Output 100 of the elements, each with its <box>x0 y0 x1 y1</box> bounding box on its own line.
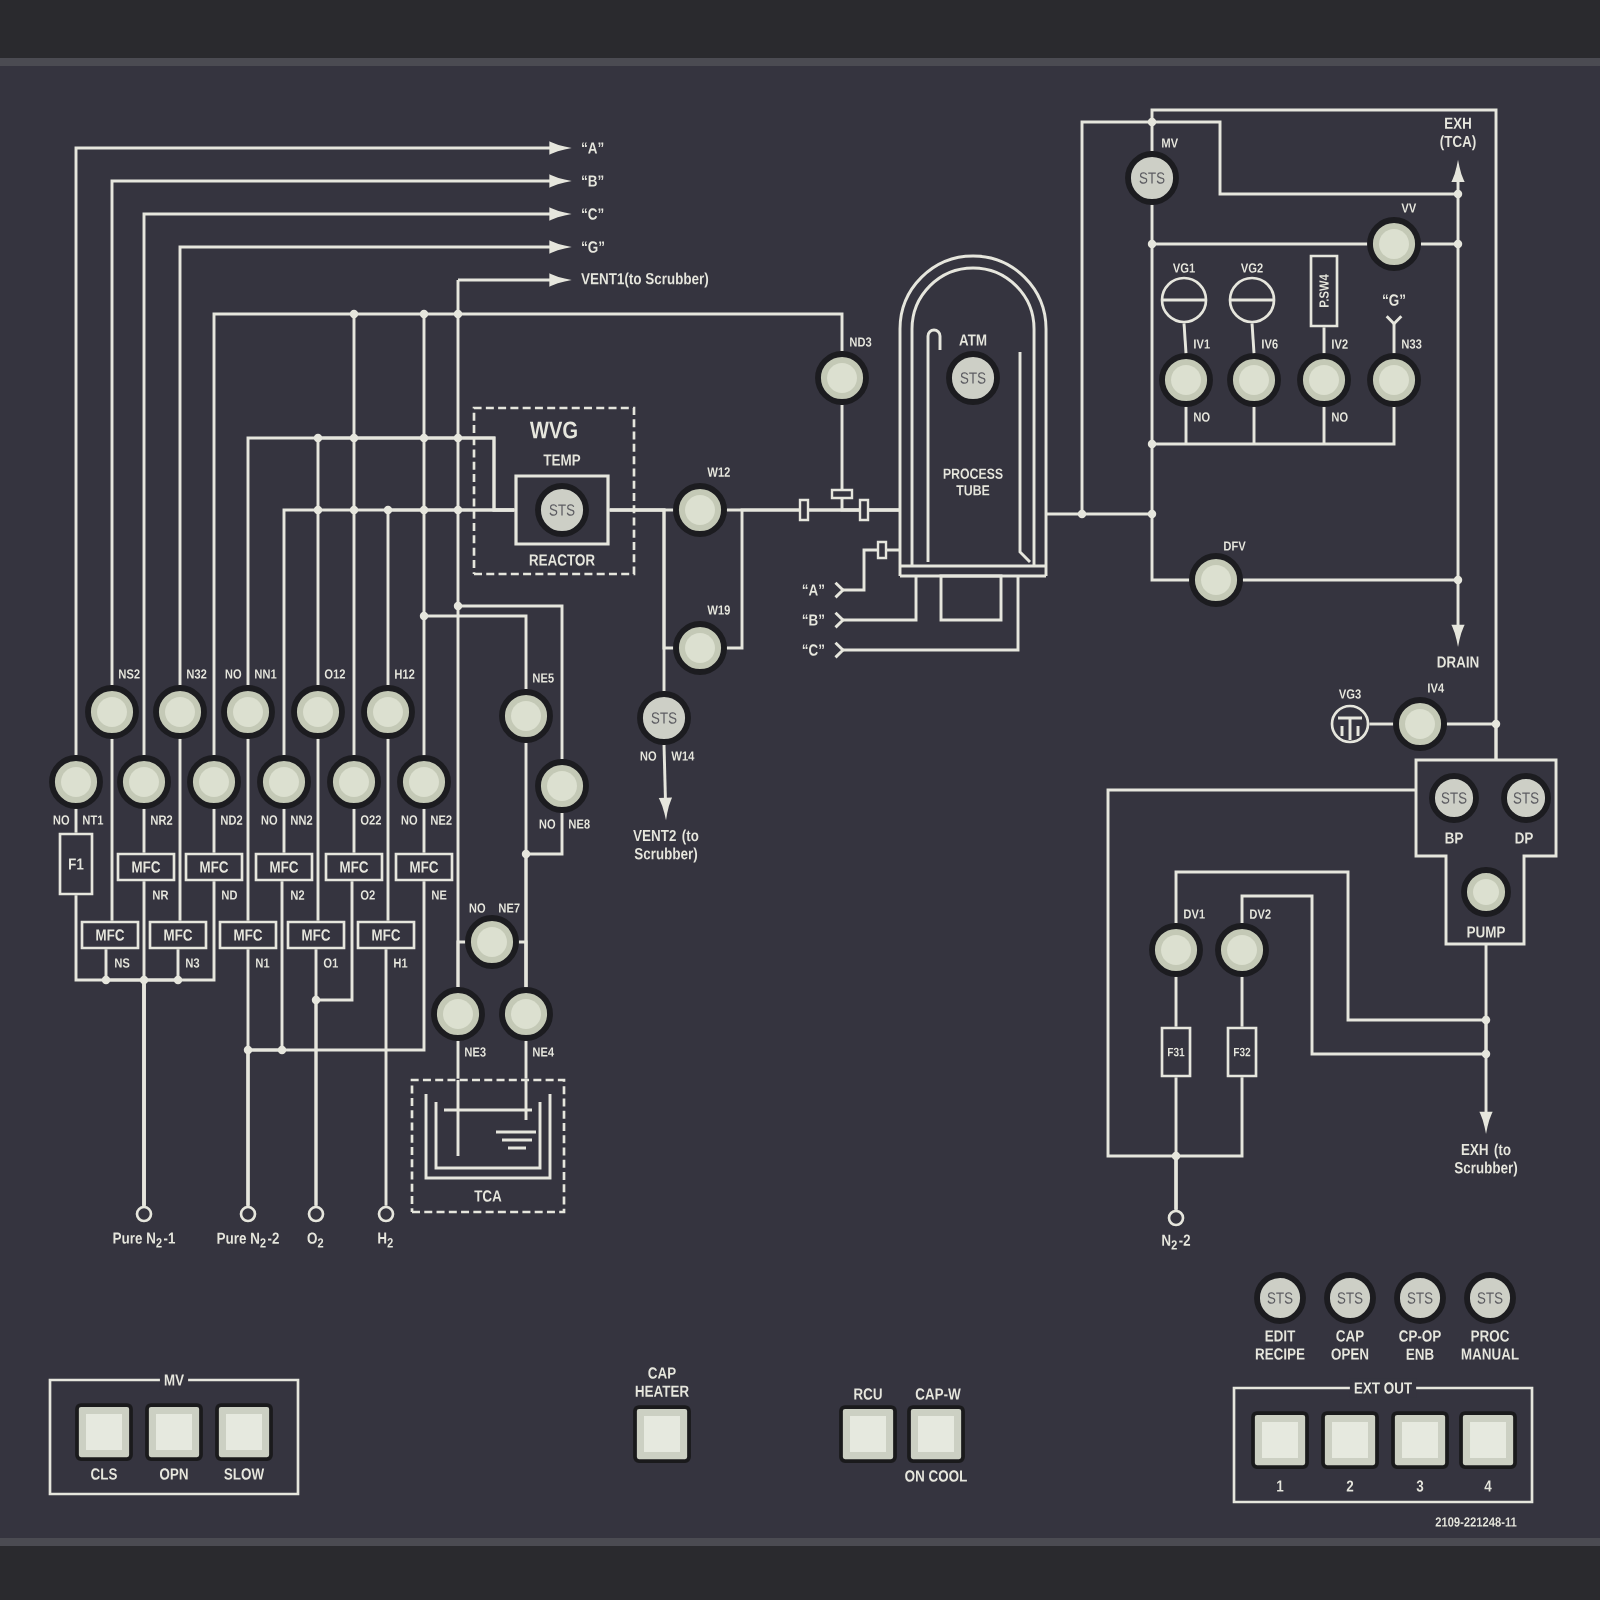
pipe-line <box>1182 323 1188 354</box>
inlet-label: Pure N$_{2}$-1 <box>113 1232 176 1248</box>
pipe-line <box>1456 244 1460 580</box>
port-label: “A” <box>582 142 604 154</box>
valve-label: PUMP <box>1467 926 1505 938</box>
button-label: 3 <box>1416 1480 1424 1492</box>
status-button: STS <box>1501 773 1551 823</box>
pump-frame <box>1414 758 1558 946</box>
port-label: VENT2 (to Scrubber) <box>633 829 699 863</box>
arrow <box>110 175 566 686</box>
pipe-line <box>456 280 460 314</box>
pipe-line <box>524 1040 528 1079</box>
pipe-line <box>609 508 666 692</box>
button-label: SLOW <box>224 1468 265 1480</box>
button-label: CP-OP ENB <box>1399 1330 1441 1360</box>
status-button: STS <box>637 691 691 745</box>
button-label: ON COOL <box>905 1470 967 1482</box>
pipe-line <box>1322 406 1326 444</box>
mfc-box: MFC <box>356 920 416 950</box>
button-label: CLS <box>91 1468 117 1480</box>
arrow <box>458 274 566 286</box>
pipe-line <box>386 508 515 686</box>
button-label: 1 <box>1277 1480 1284 1492</box>
pipe-line <box>1254 442 1324 446</box>
pipe-line <box>354 312 424 316</box>
pipe-line <box>282 808 286 853</box>
port-label: “B” <box>582 175 604 187</box>
arrow <box>74 142 566 756</box>
mfc-box: MFC <box>286 920 346 950</box>
pipe-line <box>1456 194 1460 244</box>
pipe-line <box>246 881 426 1206</box>
pipe-line <box>1082 512 1152 516</box>
pipe-line <box>422 314 426 616</box>
button-label: OPN <box>160 1468 188 1480</box>
status-button: STS <box>1125 151 1179 205</box>
button-label: EDIT RECIPE <box>1255 1330 1305 1360</box>
pipe-line <box>1150 244 1154 444</box>
inlet-label: N$_{2}$-2 <box>1162 1234 1191 1250</box>
pipe-line <box>1174 870 1486 1022</box>
arrow <box>1452 165 1464 194</box>
port-label: VENT1(to Scrubber) <box>581 272 709 288</box>
valve-label: DP <box>1515 832 1533 844</box>
pipe-line <box>840 404 900 512</box>
port-label: “A” <box>802 584 824 596</box>
valve-label: ATM <box>959 334 987 346</box>
pipe-line <box>246 738 250 921</box>
pipe-line <box>1420 242 1458 246</box>
pipe-line <box>1240 894 1486 1056</box>
button-label: CAP HEATER <box>635 1367 689 1397</box>
pipe-line <box>1242 578 1458 582</box>
pipe-line <box>1240 976 1244 1027</box>
button-label: 4 <box>1484 1480 1492 1492</box>
pipe-line <box>316 738 320 921</box>
pipe-line <box>456 1040 460 1079</box>
status-button: STS <box>535 483 589 537</box>
arrow <box>1480 1054 1492 1129</box>
mfc-box: MFC <box>116 852 176 882</box>
port-label: “G” <box>582 241 604 253</box>
pipe-line <box>422 616 426 756</box>
pipe-line <box>1324 406 1396 446</box>
pipe-line <box>456 314 460 606</box>
pipe-line <box>142 881 216 1206</box>
arrow <box>142 208 566 756</box>
status-button: STS <box>1254 1272 1306 1324</box>
pipe-line <box>1252 406 1256 444</box>
inlet-label: H$_{2}$ <box>378 1232 393 1248</box>
filter-box: F1 <box>58 832 94 896</box>
pipe-line <box>834 576 1020 659</box>
mfc-box: MFC <box>254 852 314 882</box>
button-label: 2 <box>1346 1480 1354 1492</box>
port-label: “G” <box>1383 294 1405 306</box>
pipe-line <box>352 314 356 756</box>
pipe-line <box>524 812 564 988</box>
port-label: EXH (to Scrubber) <box>1454 1143 1518 1177</box>
button-label: RCU <box>854 1388 882 1400</box>
arrow <box>659 744 672 815</box>
status-button: STS <box>946 351 1000 405</box>
pipe-line <box>1080 120 1458 514</box>
port-label: “B” <box>802 614 824 626</box>
status-button: STS <box>1324 1272 1376 1324</box>
pipe-line <box>424 312 458 316</box>
pipe-line <box>1385 315 1403 354</box>
mfc-box: MFC <box>324 852 384 882</box>
pipe-line <box>1150 514 1190 582</box>
mfc-box: MFC <box>148 920 208 950</box>
pipe-line <box>1150 204 1154 244</box>
pipe-line <box>424 614 528 690</box>
pipe-line <box>1152 442 1186 446</box>
button-label: PROC MANUAL <box>1461 1330 1519 1360</box>
pipe-line <box>1322 327 1326 354</box>
pipe-line <box>212 312 354 756</box>
inlet-label: Pure N$_{2}$-2 <box>217 1232 279 1248</box>
mfc-box: MFC <box>80 920 140 950</box>
pipe-line <box>212 808 216 853</box>
port-label: “C” <box>582 208 604 220</box>
arrow <box>178 241 566 686</box>
button-label: CAP-W <box>915 1388 961 1400</box>
pipe-line <box>1174 976 1178 1027</box>
pipe-line <box>1369 722 1394 726</box>
reactor-label: REACTOR <box>529 554 595 566</box>
